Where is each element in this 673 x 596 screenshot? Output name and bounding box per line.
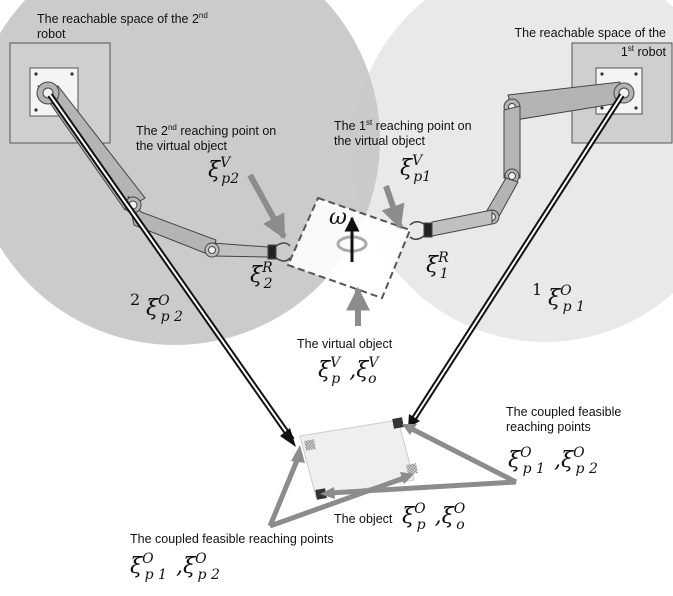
xi-glyph: ξ bbox=[402, 504, 415, 529]
sub-p1: p 1 bbox=[144, 567, 167, 583]
sup-O: O bbox=[520, 445, 532, 461]
comma: , bbox=[349, 358, 357, 383]
pointer-arrows bbox=[247, 173, 405, 326]
pre-1-label: 1 bbox=[532, 280, 543, 299]
xi-glyph: ξ bbox=[560, 448, 574, 473]
reach2-label-sup: nd bbox=[167, 123, 177, 132]
sup-V: V bbox=[330, 355, 341, 371]
sub-p1: p 1 bbox=[522, 461, 545, 477]
sup-O: O bbox=[142, 551, 154, 567]
robot1-arm bbox=[409, 81, 635, 240]
xi-1-R-symbol: ξR1 bbox=[426, 250, 458, 282]
coupled-bottom-label: The coupled feasible reaching points bbox=[130, 532, 334, 546]
omega-symbol: ω bbox=[329, 205, 347, 230]
xi-p1-V-symbol: ξVp1 bbox=[400, 153, 440, 185]
transform-arrows bbox=[47, 93, 625, 447]
sup-O: O bbox=[195, 551, 207, 567]
xi-glyph: ξ bbox=[356, 358, 369, 383]
reach1-label-c: the virtual object bbox=[334, 134, 426, 149]
xi-2-R-sup: R bbox=[262, 260, 273, 276]
sub-o: o bbox=[368, 371, 377, 387]
reach2-label: The 2nd reaching point on the virtual ob… bbox=[136, 120, 306, 154]
sub-p1: p 1 bbox=[562, 299, 585, 315]
reach1-label-b: reaching point on bbox=[372, 119, 472, 134]
coupled-right-label-a: The coupled feasible bbox=[506, 405, 622, 419]
robot2-space-label-text: The reachable space of the 2 bbox=[37, 12, 199, 27]
comma: , bbox=[175, 554, 183, 579]
robot1-space-label-sup: st bbox=[627, 44, 635, 53]
coupled-right-label-b: reaching points bbox=[506, 420, 591, 434]
xi-2-R-sub: 2 bbox=[263, 276, 273, 292]
comma: , bbox=[553, 448, 561, 473]
xi-p2-V-sub: p2 bbox=[221, 171, 240, 187]
coupled-right-label: The coupled feasible reaching points bbox=[506, 405, 621, 435]
virtual-object-label: The virtual object bbox=[297, 337, 393, 351]
sup-O: O bbox=[573, 445, 585, 461]
coupled-point-arrows bbox=[267, 424, 518, 529]
virtual-object-pose-symbol: ξVp,ξVo bbox=[318, 355, 386, 387]
sup-O: O bbox=[560, 283, 572, 299]
xi-glyph: ξ bbox=[441, 504, 454, 529]
pre-2-label: 2 bbox=[130, 290, 141, 309]
xi-p1-O-symbol-right: ξOp 1 bbox=[548, 283, 594, 315]
sub-p: p bbox=[416, 517, 426, 533]
object-label: The object bbox=[334, 512, 393, 526]
robot1-space-label-line2: robot bbox=[634, 45, 667, 60]
reach1-label-sup: st bbox=[365, 118, 373, 127]
reach2-label-a: The 2 bbox=[136, 124, 168, 139]
xi-glyph: ξ bbox=[208, 158, 221, 183]
xi-glyph: ξ bbox=[548, 286, 561, 311]
xi-glyph: ξ bbox=[146, 296, 159, 321]
reach1-label: The 1st reaching point on the virtual ob… bbox=[334, 115, 504, 149]
xi-p2-O-symbol-left: ξOp 2 bbox=[146, 293, 192, 325]
robot2-space-label: The reachable space of the 2nd robot bbox=[37, 8, 267, 42]
xi-glyph: ξ bbox=[182, 554, 196, 579]
sup-O: O bbox=[453, 501, 466, 517]
robot1-space-label: The reachable space of the 1st robot bbox=[476, 26, 667, 60]
xi-1-R-sup: R bbox=[438, 250, 449, 266]
reach2-label-b: reaching point on bbox=[176, 124, 277, 139]
sub-p2: p 2 bbox=[197, 567, 220, 583]
xi-p1-V-sup: V bbox=[412, 153, 423, 169]
xi-1-R-sub: 1 bbox=[439, 266, 449, 282]
sup-V: V bbox=[368, 355, 378, 371]
xi-p1-V-sub: p1 bbox=[413, 169, 432, 185]
sup-O: O bbox=[158, 293, 170, 309]
xi-p2-V-symbol: ξVp2 bbox=[208, 155, 248, 187]
xi-glyph: ξ bbox=[508, 448, 521, 473]
coupled-bottom-symbols: ξOp 1,ξOp 2 bbox=[130, 551, 229, 583]
xi-2-R-symbol: ξR2 bbox=[250, 260, 282, 292]
sub-o: o bbox=[456, 517, 465, 533]
robot1-space-label-text: The reachable space of the bbox=[514, 26, 667, 40]
xi-glyph: ξ bbox=[400, 156, 413, 181]
comma: , bbox=[434, 504, 442, 529]
sub-p: p bbox=[331, 371, 341, 387]
robot1-space-label-num: 1 bbox=[620, 45, 628, 60]
xi-glyph: ξ bbox=[426, 253, 439, 278]
xi-glyph: ξ bbox=[130, 554, 143, 579]
robot2-base bbox=[9, 42, 111, 144]
sub-p2: p 2 bbox=[575, 461, 598, 477]
reach1-label-a: The 1 bbox=[334, 119, 366, 134]
robot2-space-label-line2: robot bbox=[37, 27, 66, 42]
sup-O: O bbox=[414, 501, 426, 517]
xi-p2-V-sup: V bbox=[220, 155, 231, 171]
xi-glyph: ξ bbox=[250, 263, 263, 288]
reach2-label-c: the virtual object bbox=[136, 139, 228, 154]
robot2-space-label-sup: nd bbox=[198, 11, 208, 20]
sub-p2: p 2 bbox=[160, 309, 183, 325]
coupled-right-symbols: ξOp 1,ξOp 2 bbox=[508, 445, 607, 477]
object-pose-symbol: ξOp,ξOo bbox=[402, 501, 474, 533]
xi-glyph: ξ bbox=[318, 358, 331, 383]
virtual-object bbox=[286, 196, 412, 300]
